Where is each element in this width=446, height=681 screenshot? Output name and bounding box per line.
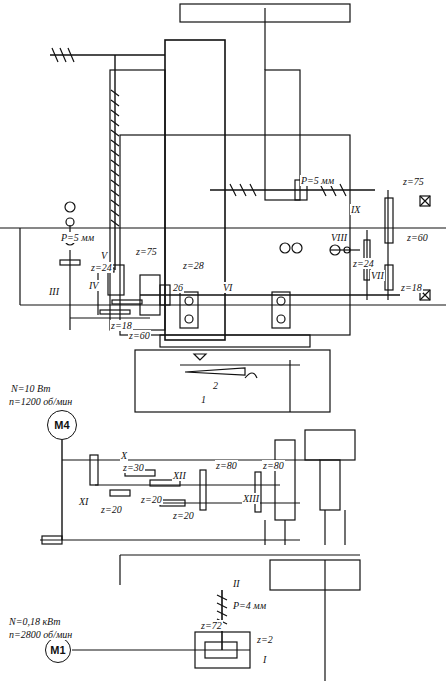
gear-teeth-label: z=2 xyxy=(256,634,274,645)
shaft-number: XI xyxy=(78,496,89,507)
gear-teeth-label: z=24 xyxy=(352,258,375,269)
shaft-number: I xyxy=(262,654,267,665)
motor-symbol: M4 xyxy=(47,410,77,440)
gear-teeth-label: z=30 xyxy=(122,462,145,473)
shaft-number: IV xyxy=(88,280,99,291)
motor-name: M4 xyxy=(54,419,69,431)
shaft-number: VI xyxy=(222,282,233,293)
gear-teeth-label: z=18 xyxy=(400,282,423,293)
motor-name: M1 xyxy=(50,644,65,656)
callout-label: 2 xyxy=(212,380,219,391)
gear-teeth-label: z=75 xyxy=(135,246,158,257)
gear-teeth-label: z=72 xyxy=(200,620,223,631)
callout-label: n=1200 об/мин xyxy=(8,396,73,407)
gear-teeth-label: z=60 xyxy=(128,330,151,341)
gear-teeth-label: z=80 xyxy=(262,460,285,471)
gear-teeth-label: z=60 xyxy=(406,232,429,243)
shaft-number: VIII xyxy=(330,232,348,243)
callout-label: P=4 мм xyxy=(232,600,267,611)
gear-teeth-label: z=20 xyxy=(172,510,195,521)
shaft-number: V xyxy=(100,250,108,261)
callout-label: n=2800 об/мин xyxy=(8,629,73,640)
shaft-number: IX xyxy=(350,204,361,215)
callout-label: P=5 мм xyxy=(300,175,335,186)
callout-label: P=5 мм xyxy=(60,232,95,243)
gear-teeth-label: z=24 xyxy=(90,262,113,273)
gear-teeth-label: z=28 xyxy=(182,260,205,271)
gear-teeth-label: z=80 xyxy=(215,460,238,471)
gear-teeth-label: z=75 xyxy=(402,176,425,187)
gear-teeth-label: z=20 xyxy=(140,494,163,505)
shaft-number: VII xyxy=(370,270,385,281)
callout-label: 1 xyxy=(200,394,207,405)
callout-label: N=10 Вт xyxy=(10,383,51,394)
shaft-number: III xyxy=(48,286,60,297)
shaft-number: XII xyxy=(172,470,187,481)
shaft-number: II xyxy=(232,578,241,589)
shaft-number: X xyxy=(120,450,128,461)
shaft-number: XIII xyxy=(242,493,260,504)
gear-teeth-label: z=20 xyxy=(100,504,123,515)
callout-label: 26 xyxy=(172,282,184,293)
motor-symbol: M1 xyxy=(45,637,71,663)
callout-label: N=0,18 кВт xyxy=(8,616,62,627)
